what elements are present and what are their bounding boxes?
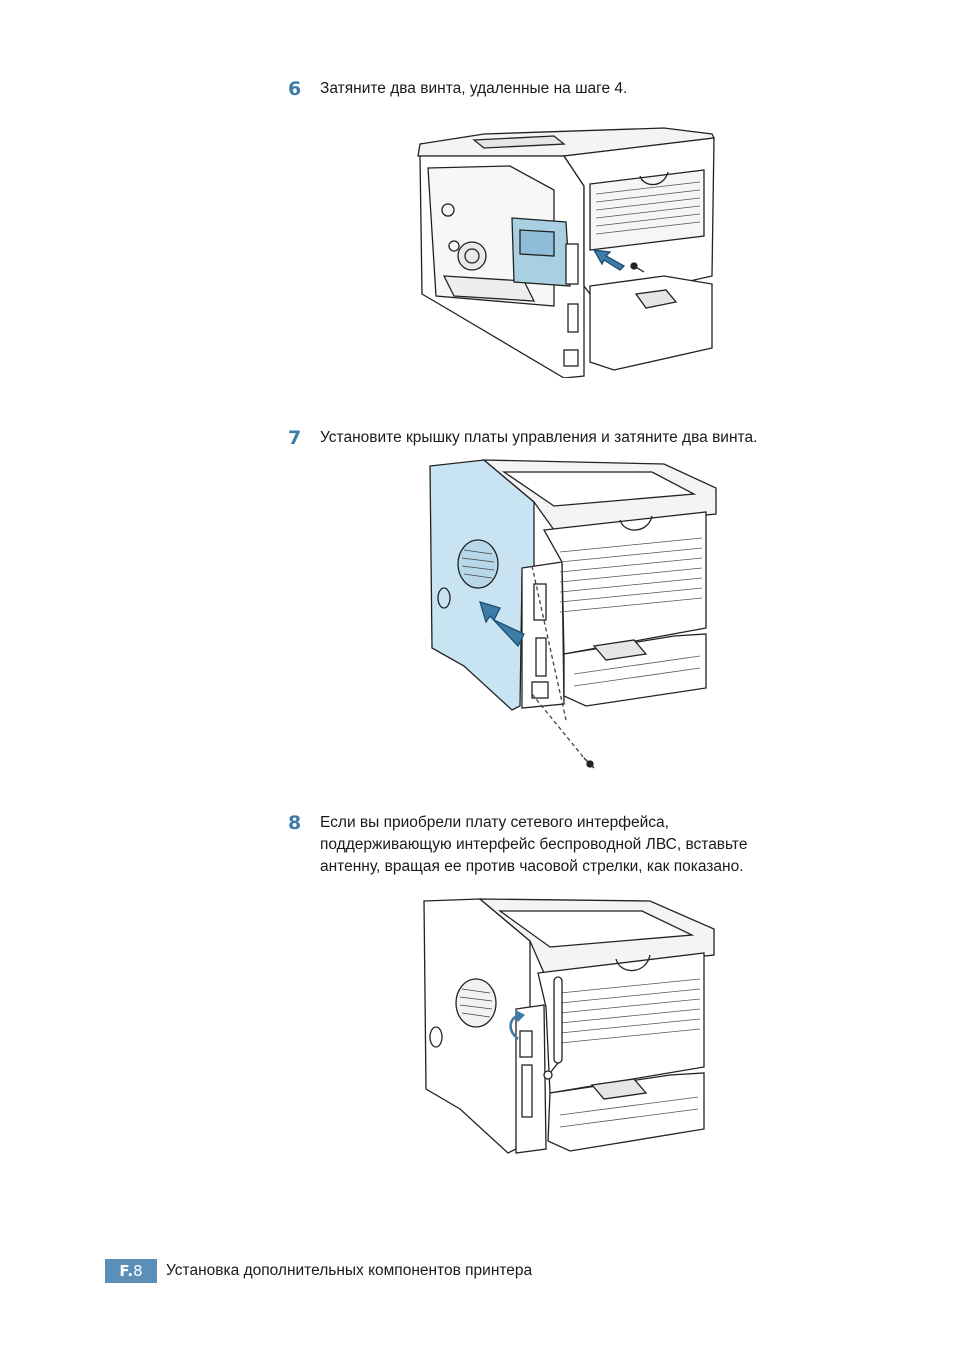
step-instruction: Затяните два винта, удаленные на шаге 4. [320, 78, 627, 100]
page-number-badge: F.8 [105, 1259, 157, 1283]
page-footer: F.8 Установка дополнительных компонентов… [105, 1259, 532, 1283]
step-line: Установите крышку платы управления и зат… [320, 429, 758, 446]
screw-icon [583, 757, 595, 769]
step-number: 8 [288, 812, 302, 834]
step-instruction: Если вы приобрели плату сетевого интерфе… [320, 812, 747, 878]
section-prefix: F. [119, 1262, 134, 1280]
step-7: 7 Установите крышку платы управления и з… [288, 427, 757, 449]
step-line: Если вы приобрели плату сетевого интерфе… [320, 814, 669, 831]
step-number: 7 [288, 427, 302, 449]
chapter-title: Установка дополнительных компонентов при… [166, 1262, 533, 1279]
step-line: антенну, вращая ее против часовой стрелк… [320, 858, 744, 875]
step-8: 8 Если вы приобрели плату сетевого интер… [288, 812, 747, 878]
step-number: 6 [288, 78, 302, 100]
arrow-icon [479, 601, 525, 648]
step-line: Затяните два винта, удаленные на шаге 4. [320, 80, 628, 97]
step-6: 6 Затяните два винта, удаленные на шаге … [288, 78, 627, 100]
step-instruction: Установите крышку платы управления и зат… [320, 427, 757, 449]
printer-illustration-install-cover [424, 458, 720, 774]
printer-illustration-control-board-screws [414, 126, 716, 378]
arrow-icon [592, 249, 626, 271]
antenna [553, 976, 563, 1064]
page-number: 8 [133, 1262, 143, 1280]
step-line: поддерживающую интерфейс беспроводной ЛВ… [320, 836, 748, 853]
printer-illustration-antenna [420, 897, 718, 1157]
screw-icon [630, 262, 645, 273]
